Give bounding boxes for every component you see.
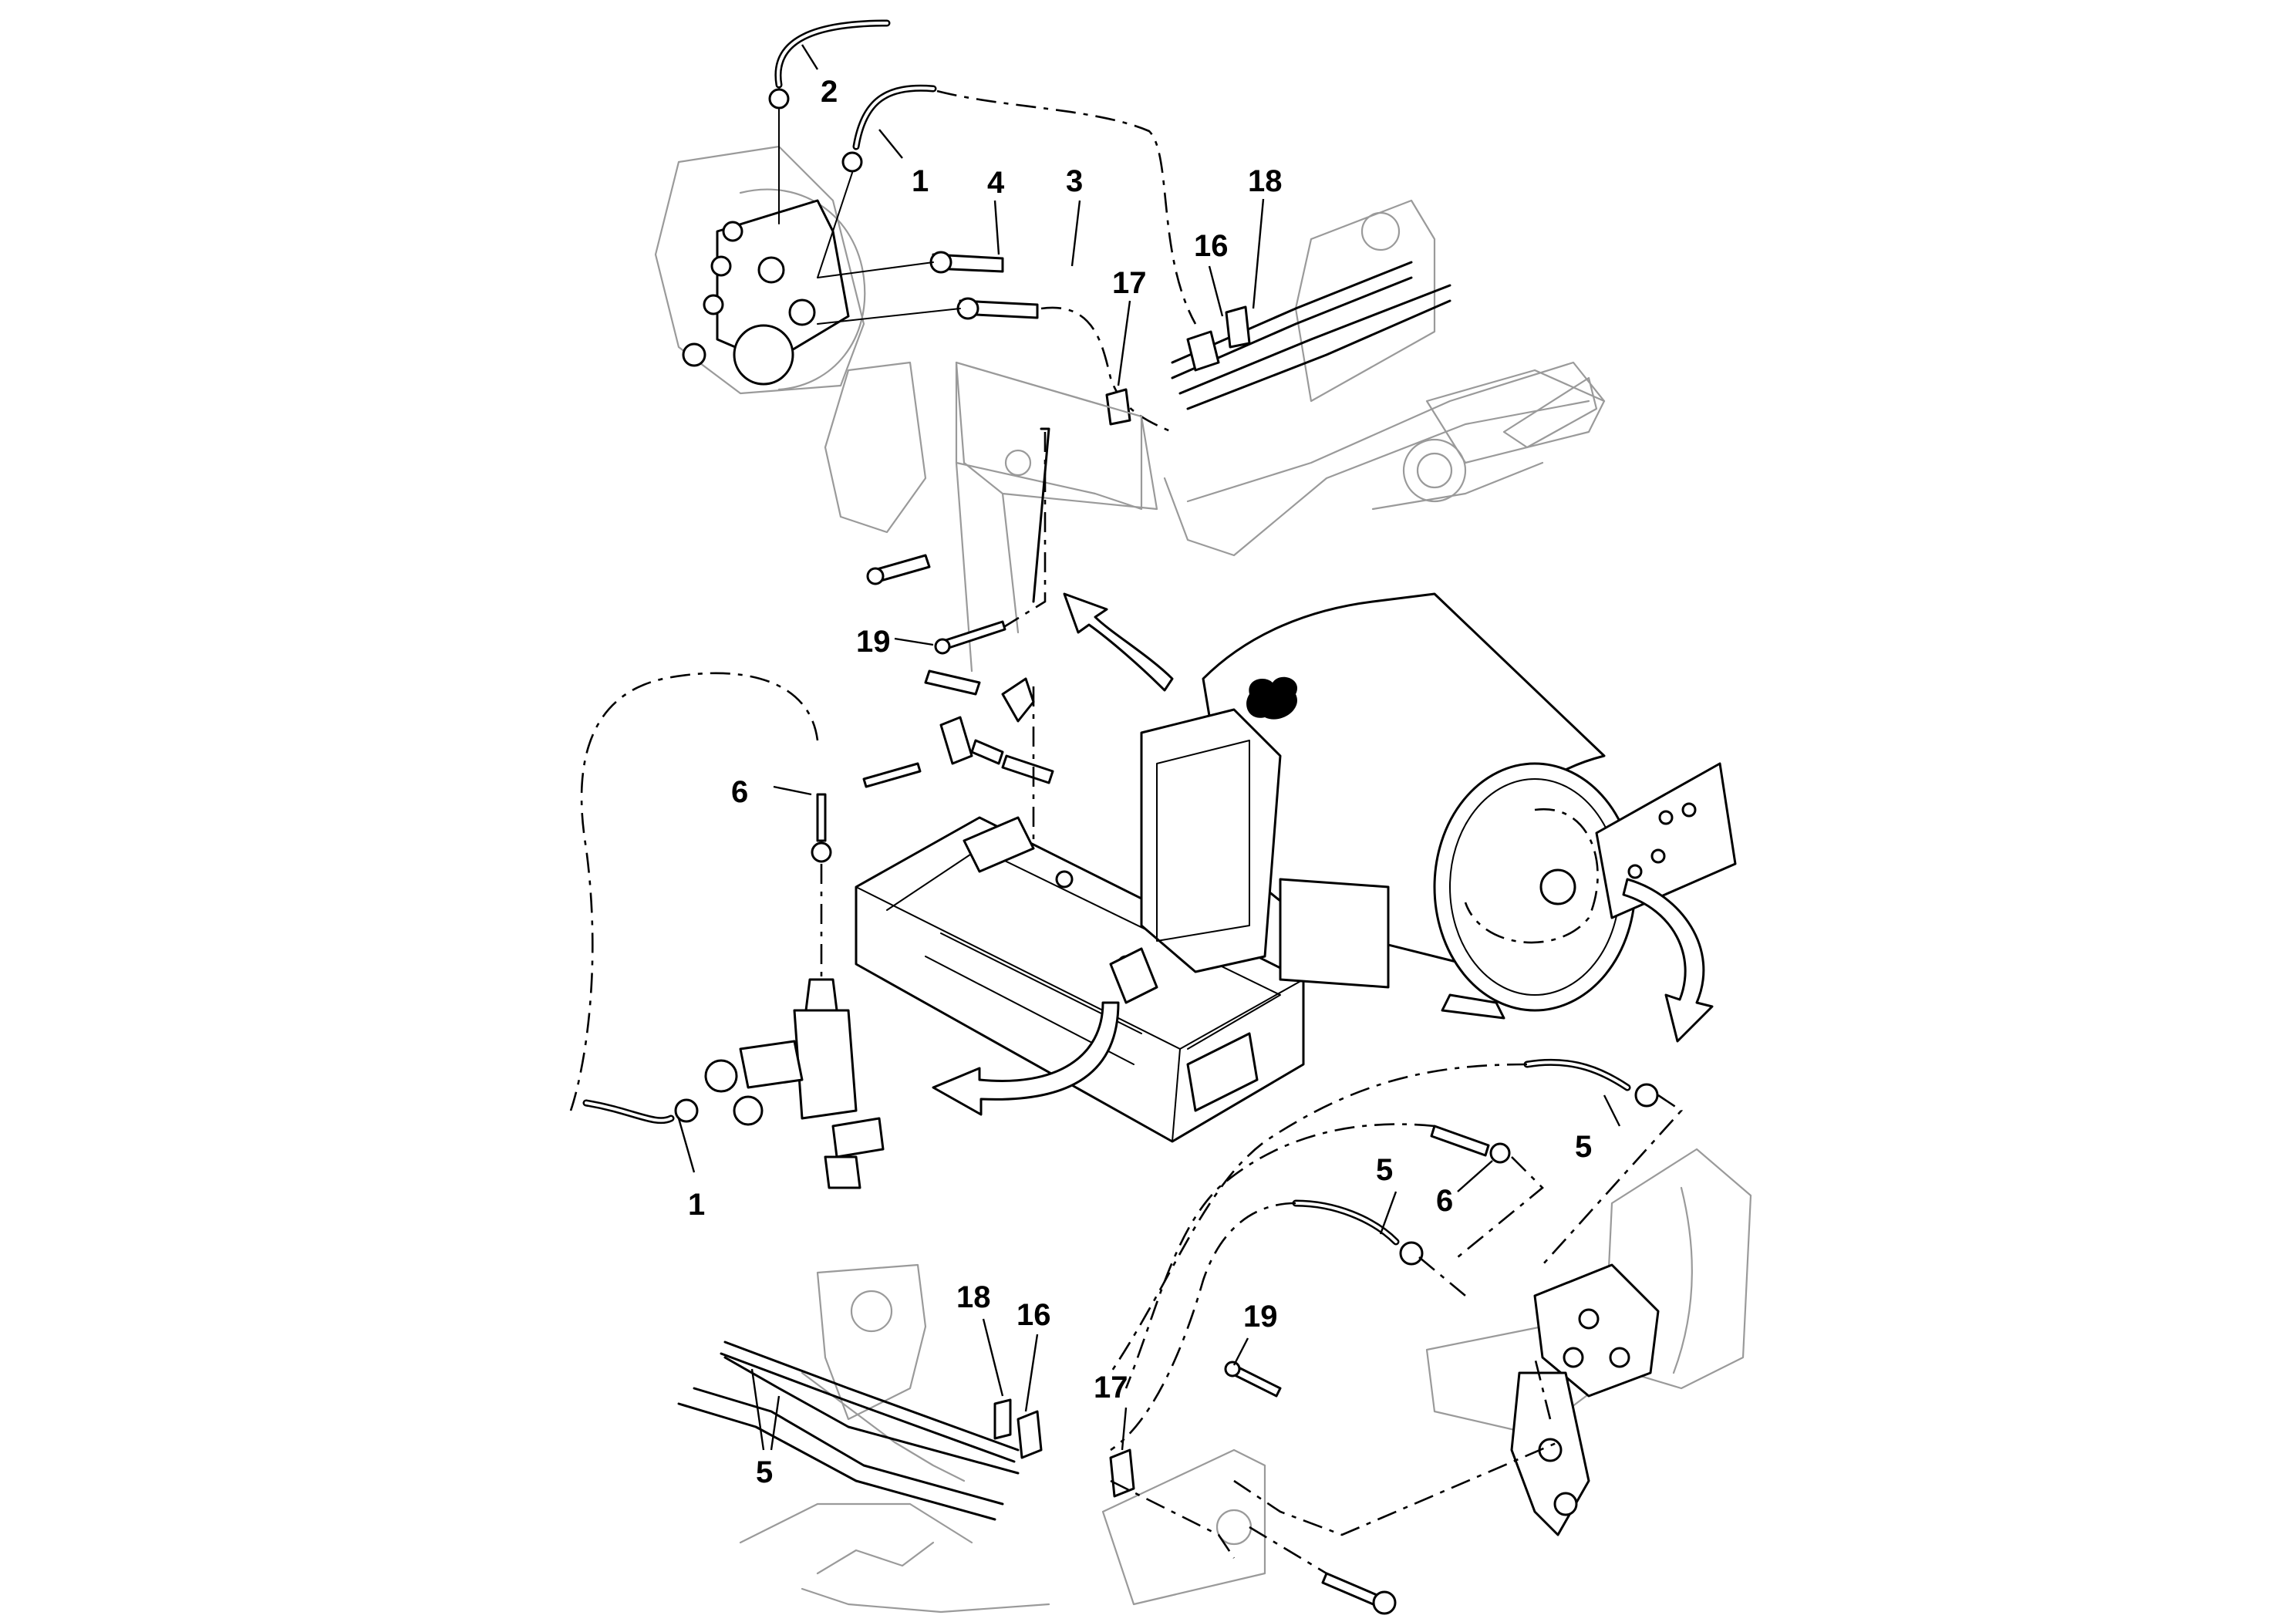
valve-assembly	[569, 672, 885, 1189]
callout-16-bottom: 16	[1017, 1298, 1051, 1332]
callout-2-top: 2	[821, 75, 838, 109]
callout-4-top: 4	[987, 166, 1005, 200]
bottom-frame	[677, 1263, 1559, 1614]
callout-6-right: 6	[1436, 1184, 1453, 1218]
direction-arrows	[932, 592, 1714, 1116]
roller-drum	[1140, 592, 1737, 1020]
mounting-plate-top	[955, 361, 1143, 634]
bolt-19-bottom	[1224, 1361, 1397, 1615]
callout-19-bottom: 19	[1243, 1300, 1278, 1334]
bottom-right-hoses	[1109, 1058, 1683, 1452]
top-drum-assembly	[654, 145, 1606, 673]
callout-17-bottom: 17	[1094, 1371, 1128, 1404]
callout-5-right-a: 5	[1575, 1130, 1592, 1164]
callout-labels: 2 1 4 3 18 16 17 19 6 1 5 5 6 18 16 17 1…	[688, 75, 1592, 1489]
callout-16-top: 16	[1194, 229, 1229, 263]
top-hoses	[768, 19, 1451, 433]
bolt-19-mid	[866, 554, 1006, 655]
callout-6-left: 6	[731, 775, 748, 809]
callout-5-right-b: 5	[1376, 1153, 1393, 1187]
bottom-motor-assembly	[1425, 1148, 1752, 1536]
leader-lines	[677, 44, 1621, 1451]
callout-18-bottom: 18	[956, 1280, 991, 1314]
callout-5-bottom-left: 5	[756, 1455, 773, 1489]
callout-1-top: 1	[912, 164, 929, 198]
center-frame	[855, 816, 1305, 1143]
callout-17-top: 17	[1112, 266, 1147, 300]
callout-1-left: 1	[688, 1188, 705, 1222]
clamp-parts	[862, 669, 1054, 902]
callout-3-top: 3	[1066, 164, 1083, 198]
callout-19-mid: 19	[856, 625, 891, 659]
callout-18-top: 18	[1248, 164, 1283, 198]
